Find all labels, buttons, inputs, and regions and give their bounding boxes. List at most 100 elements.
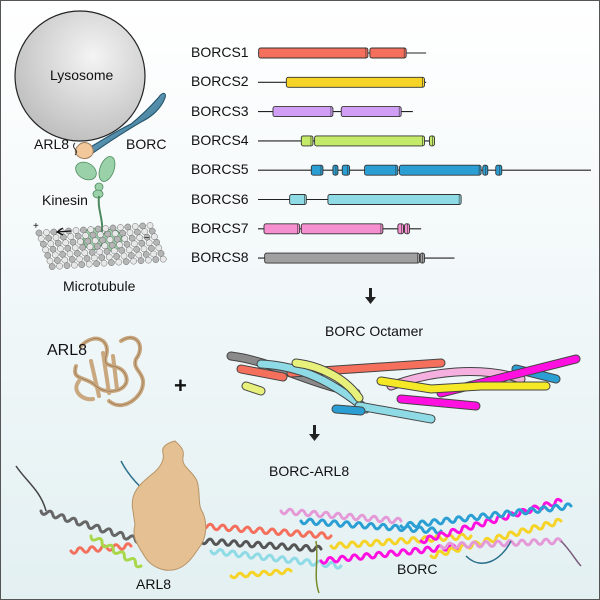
domain-segment xyxy=(404,223,410,235)
tubulin-subunit xyxy=(82,232,89,239)
helix-tube xyxy=(257,360,370,413)
domain-row-borcs5 xyxy=(258,164,591,176)
tubulin-subunit xyxy=(121,235,129,243)
helix-coil xyxy=(39,509,143,545)
domain-segment xyxy=(310,164,324,176)
tubulin-subunit xyxy=(69,238,77,246)
tubulin-subunit xyxy=(145,256,152,264)
domain-segment xyxy=(285,76,425,88)
tubulin-subunit xyxy=(46,257,54,265)
helix-coil xyxy=(429,517,563,560)
tubulin-subunit xyxy=(155,244,163,252)
tubulin-subunit xyxy=(157,250,165,257)
complex-borc-label: BORC xyxy=(397,561,438,577)
tubulin-subunit xyxy=(114,235,121,243)
helix-tube xyxy=(242,382,265,395)
tubulin-subunit xyxy=(102,225,109,232)
domain-row-borcs2 xyxy=(258,76,427,88)
tubulin-subunit xyxy=(87,226,95,233)
tubulin-subunit xyxy=(111,230,119,237)
tubulin-subunit xyxy=(131,240,138,248)
helix-coil xyxy=(299,517,443,535)
tubulin-subunit xyxy=(93,260,100,267)
tubulin-subunit xyxy=(44,252,52,259)
tubulin-subunit xyxy=(150,250,157,258)
arl8-linker xyxy=(73,142,77,156)
tubulin-subunit xyxy=(117,224,124,231)
microtubule-shape xyxy=(35,222,167,270)
tubulin-subunit xyxy=(54,239,62,247)
helix-coil xyxy=(439,537,563,550)
protein-label-borcs5: BORCS5 xyxy=(191,161,249,178)
lysosome-label: Lysosome xyxy=(50,67,114,83)
tubulin-subunit xyxy=(43,229,50,236)
tubulin-subunit xyxy=(74,250,81,257)
tubulin-subunit xyxy=(159,255,167,263)
tubulin-subunit xyxy=(76,255,83,263)
helix-tube xyxy=(397,395,480,410)
helix-coil xyxy=(399,502,573,530)
tubulin-subunit xyxy=(89,231,97,239)
disordered-tail xyxy=(465,540,512,564)
tubulin-subunit xyxy=(133,246,140,253)
tubulin-subunit xyxy=(113,253,120,260)
tubulin-subunit xyxy=(40,240,47,248)
tubulin-subunit xyxy=(97,231,104,238)
octamer-label: BORC Octamer xyxy=(325,323,424,339)
helix-coil xyxy=(199,537,323,553)
domain-segment xyxy=(482,164,489,176)
domain-row-borcs1 xyxy=(258,47,427,59)
disordered-tail xyxy=(560,540,582,567)
tubulin-subunit xyxy=(54,257,61,264)
protein-label-borcs7: BORCS7 xyxy=(191,219,249,236)
helix-tube xyxy=(377,377,550,393)
helix-coil xyxy=(229,567,293,580)
tubulin-subunit xyxy=(126,229,134,236)
arl8-cell-label: ARL8 xyxy=(34,136,70,152)
tubulin-subunit xyxy=(37,235,45,242)
tubulin-subunit xyxy=(98,254,106,261)
tubulin-subunit xyxy=(124,223,132,231)
tubulin-subunit xyxy=(94,242,101,250)
tubulin-subunit xyxy=(130,257,137,265)
tubulin-subunit xyxy=(148,227,156,235)
domain-segment xyxy=(364,164,399,176)
tubulin-subunit xyxy=(68,256,76,263)
tubulin-subunit xyxy=(49,245,57,253)
helix-tube xyxy=(355,402,435,423)
helix-coil xyxy=(209,548,343,570)
tubulin-subunit xyxy=(108,241,116,249)
lysosome-shape xyxy=(14,10,146,142)
domain-segment xyxy=(327,194,462,205)
tubulin-subunit xyxy=(135,251,143,259)
helix-coil xyxy=(199,522,333,540)
domain-segment xyxy=(263,223,301,235)
tubulin-subunit xyxy=(99,236,106,244)
borc-arl8-complex-model xyxy=(15,460,582,594)
tubulin-subunit xyxy=(153,238,160,246)
tubulin-subunit xyxy=(137,257,145,264)
tubulin-subunit xyxy=(103,248,111,255)
protein-label-borcs2: BORCS2 xyxy=(191,73,249,90)
helix-coil xyxy=(319,542,463,565)
tubulin-subunit xyxy=(57,245,64,253)
arl8-structure-label: ARL8 xyxy=(47,342,88,359)
tubulin-subunit xyxy=(52,234,60,241)
tubulin-subunit xyxy=(139,222,146,230)
helix-tube xyxy=(292,359,363,402)
tubulin-subunit xyxy=(45,234,52,242)
tubulin-subunit xyxy=(125,246,133,254)
domain-segment xyxy=(300,135,314,147)
borc-octamer-model xyxy=(226,351,581,424)
tubulin-subunit xyxy=(74,232,82,240)
arl8-blob xyxy=(74,142,94,160)
borc-cell-label: BORC xyxy=(126,136,167,152)
tubulin-subunit xyxy=(94,225,102,233)
domain-segment xyxy=(369,47,407,59)
complex-arl8-label: ARL8 xyxy=(136,576,172,592)
tubulin-subunit xyxy=(118,247,126,254)
arl8-surface xyxy=(131,440,207,571)
domain-segment xyxy=(340,106,402,118)
domain-segment xyxy=(332,164,339,176)
